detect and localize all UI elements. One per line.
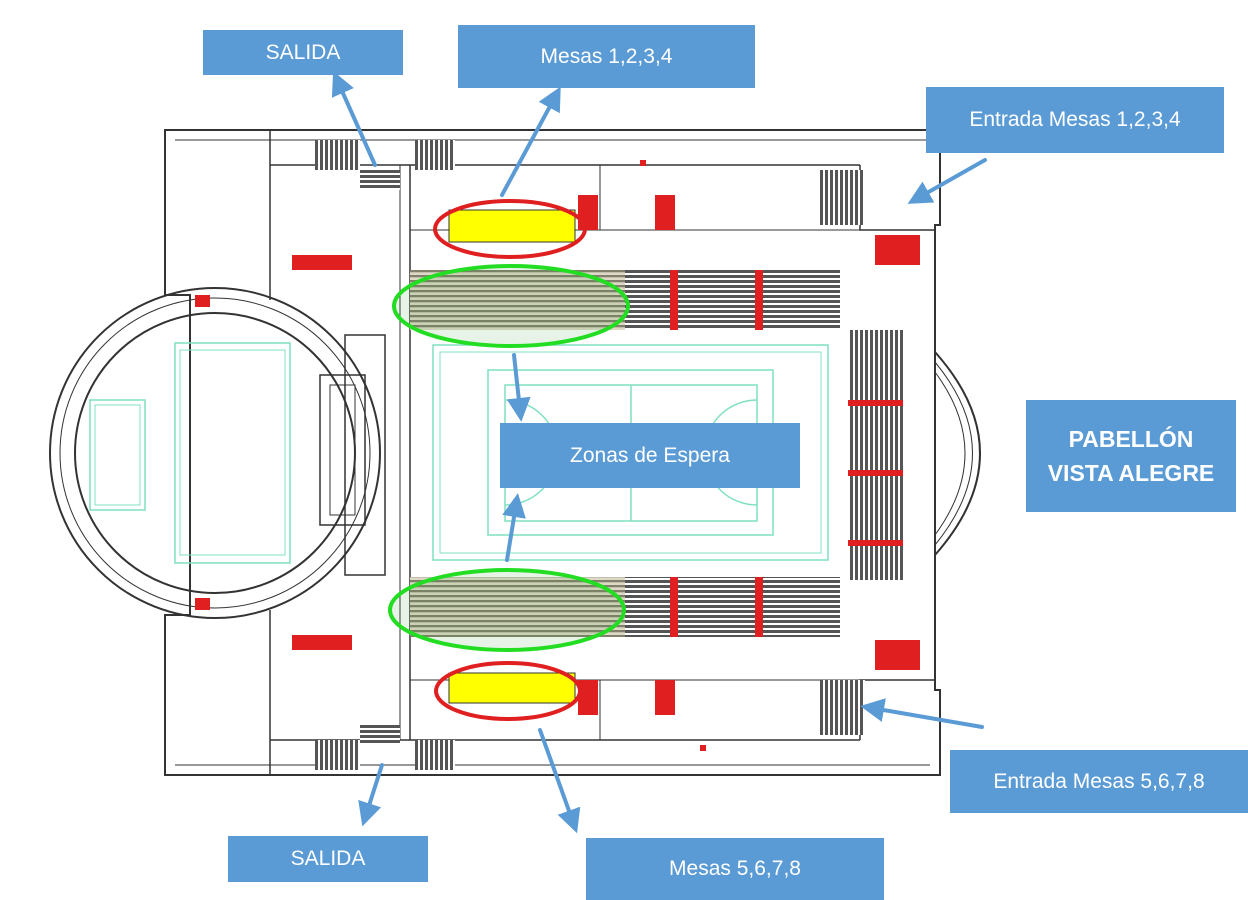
table-areas <box>433 199 587 721</box>
mesas-1234-label: Mesas 1,2,3,4 <box>458 25 755 88</box>
salida-bottom-label: SALIDA <box>228 836 428 882</box>
salida-top-label: SALIDA <box>203 30 403 75</box>
waiting-area-seating <box>410 270 625 637</box>
arrow-entrada-1234 <box>907 158 987 204</box>
arrow-zonas-down <box>502 493 526 562</box>
arrows <box>331 71 987 834</box>
entrada-mesas-5678-label: Entrada Mesas 5,6,7,8 <box>950 750 1248 813</box>
arrow-salida-top <box>331 71 377 167</box>
entrada-mesas-1234-label: Entrada Mesas 1,2,3,4 <box>926 87 1224 153</box>
pabellon-vista-alegre-label: PABELLÓN VISTA ALEGRE <box>1026 400 1236 512</box>
zonas-de-espera-label: Zonas de Espera <box>500 423 800 488</box>
arrow-salida-bottom <box>358 763 384 827</box>
arrow-mesas-1234 <box>500 86 561 197</box>
mesas-5678-label: Mesas 5,6,7,8 <box>586 838 884 900</box>
arrow-mesas-5678 <box>538 728 581 834</box>
right-entrance-arc <box>934 351 981 556</box>
arrow-zonas-up <box>506 353 531 422</box>
circular-arena <box>49 287 386 619</box>
waiting-zone-rings <box>388 264 630 652</box>
red-details <box>195 160 920 751</box>
arrow-entrada-5678 <box>860 698 984 729</box>
